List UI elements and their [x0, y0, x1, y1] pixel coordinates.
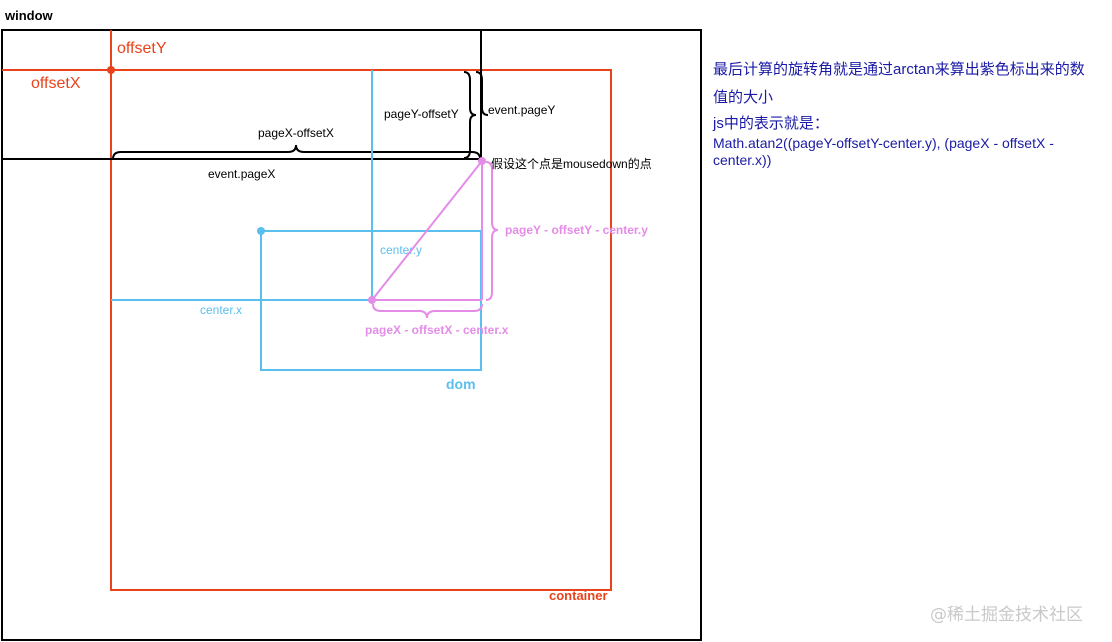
pageX-offsetX-label: pageX-offsetX: [258, 126, 334, 140]
pageX-expr-label: pageX - offsetX - center.x: [365, 323, 509, 337]
dom-origin-point: [257, 227, 265, 235]
event-pageY-brace: [475, 71, 489, 116]
window-box: [1, 29, 702, 641]
note-line-2: 值的大小: [713, 89, 774, 106]
event-pageY-label: event.pageY: [488, 103, 555, 117]
offsetY-label: offsetY: [117, 40, 167, 57]
pageY-offsetY-label: pageY-offsetY: [384, 107, 459, 121]
container-box: [110, 69, 612, 591]
center-point: [368, 296, 376, 304]
event-pageX-label: event.pageX: [208, 167, 275, 181]
note-code: Math.atan2((pageY-offsetY-center.y), (pa…: [713, 135, 1054, 168]
explanation-notes: 最后计算的旋转角就是通过arctan来算出紫色标出来的数 值的大小 js中的表示…: [713, 56, 1108, 169]
container-label: container: [549, 588, 608, 603]
pageX-expr-brace: [372, 303, 483, 319]
hypotenuse-line: [371, 160, 483, 301]
mousedown-point-label: 假设这个点是mousedown的点: [491, 156, 652, 171]
watermark: @稀土掘金技术社区: [930, 605, 1083, 625]
pageX-offsetX-brace: [112, 144, 481, 160]
center-x-label: center.x: [200, 303, 242, 317]
note-line-3: js中的表示就是：: [713, 115, 829, 132]
pageY-expr-label: pageY - offsetY - center.y: [505, 223, 648, 237]
window-label: window: [4, 8, 54, 23]
dom-label: dom: [446, 376, 476, 392]
pageY-offsetY-brace: [463, 71, 477, 159]
note-line-1: 最后计算的旋转角就是通过arctan来算出紫色标出来的数: [713, 61, 1085, 78]
mousedown-point: [478, 157, 486, 165]
offsetX-label: offsetX: [31, 75, 81, 92]
center-y-label: center.y: [380, 243, 422, 257]
pageY-expr-brace: [485, 161, 499, 301]
container-origin-point: [107, 66, 115, 74]
